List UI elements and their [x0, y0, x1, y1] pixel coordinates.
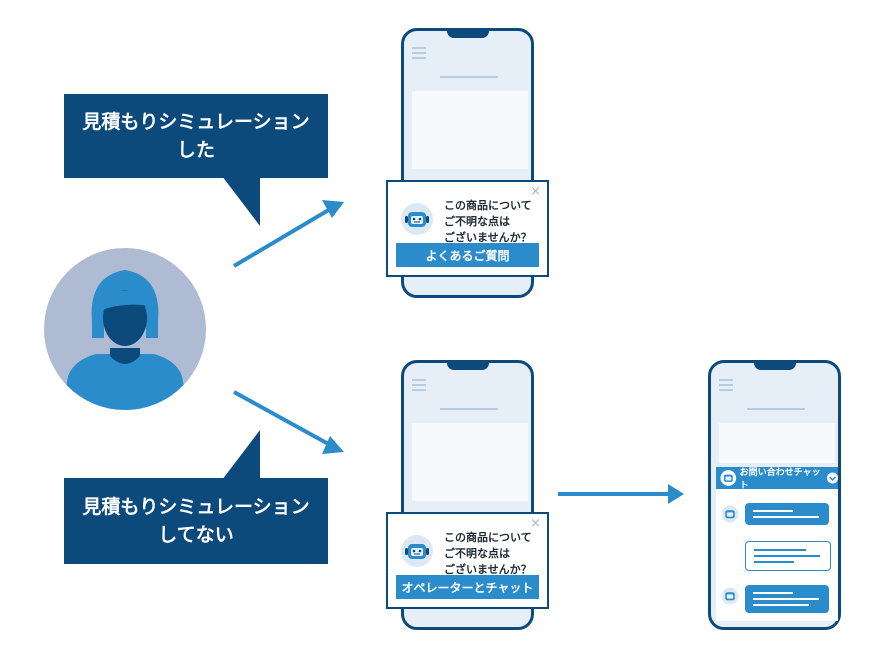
hamburger-icon[interactable]: [412, 379, 426, 394]
faq-button[interactable]: よくあるご質問: [396, 243, 539, 267]
robot-icon: [721, 587, 739, 605]
bubble-line-2: してない: [158, 524, 234, 546]
message-line: ございませんか？: [444, 231, 532, 244]
hamburger-icon[interactable]: [719, 379, 733, 394]
chat-message-user: [745, 541, 831, 571]
message-line: この商品について: [444, 199, 532, 212]
robot-icon: [721, 505, 739, 523]
chat-header: お問い合わせチャット: [716, 467, 838, 491]
help-popup-faq: × この商品について ご不明な点は ございませんか？ よくあるご質問: [386, 180, 549, 277]
title-placeholder: [440, 76, 498, 78]
close-icon[interactable]: ×: [530, 516, 541, 531]
chat-message-bot: [745, 503, 829, 525]
title-placeholder: [440, 408, 498, 410]
hamburger-icon[interactable]: [412, 47, 426, 62]
close-icon[interactable]: ×: [530, 184, 541, 199]
message-line: ございませんか？: [444, 563, 532, 576]
message-line: この商品について: [444, 531, 532, 544]
phone-notch: [753, 363, 796, 370]
content-placeholder: [412, 91, 528, 169]
robot-icon: [401, 203, 433, 235]
speech-bubble-simulated: 見積もりシミュレーション した: [64, 94, 328, 178]
operator-chat-button[interactable]: オペレーターとチャット: [396, 575, 539, 599]
message-line: ご不明な点は: [444, 547, 510, 560]
speech-bubble-not-simulated: 見積もりシミュレーション してない: [64, 478, 328, 564]
phone-chat: お問い合わせチャット: [708, 360, 841, 630]
robot-icon: [401, 535, 433, 567]
chat-header-title: お問い合わせチャット: [739, 468, 821, 491]
robot-icon: [720, 470, 737, 486]
title-placeholder: [747, 408, 805, 410]
popup-message: この商品について ご不明な点は ございませんか？: [444, 198, 532, 246]
bubble-line-2: した: [176, 139, 215, 161]
phone-notch: [446, 363, 489, 370]
content-placeholder: [412, 423, 528, 501]
message-line: ご不明な点は: [444, 215, 510, 228]
content-placeholder: [719, 423, 835, 463]
user-avatar-icon: [44, 248, 206, 410]
bubble-line-1: 見積もりシミュレーション: [82, 111, 310, 133]
chat-message-bot: [745, 585, 829, 613]
bubble-line-1: 見積もりシミュレーション: [82, 496, 310, 518]
chevron-down-icon[interactable]: [826, 472, 838, 484]
phone-notch: [446, 31, 489, 38]
help-popup-operator: × この商品について ご不明な点は ございませんか？ オペレーターとチャット: [386, 512, 549, 609]
popup-message: この商品について ご不明な点は ございませんか？: [444, 530, 532, 578]
